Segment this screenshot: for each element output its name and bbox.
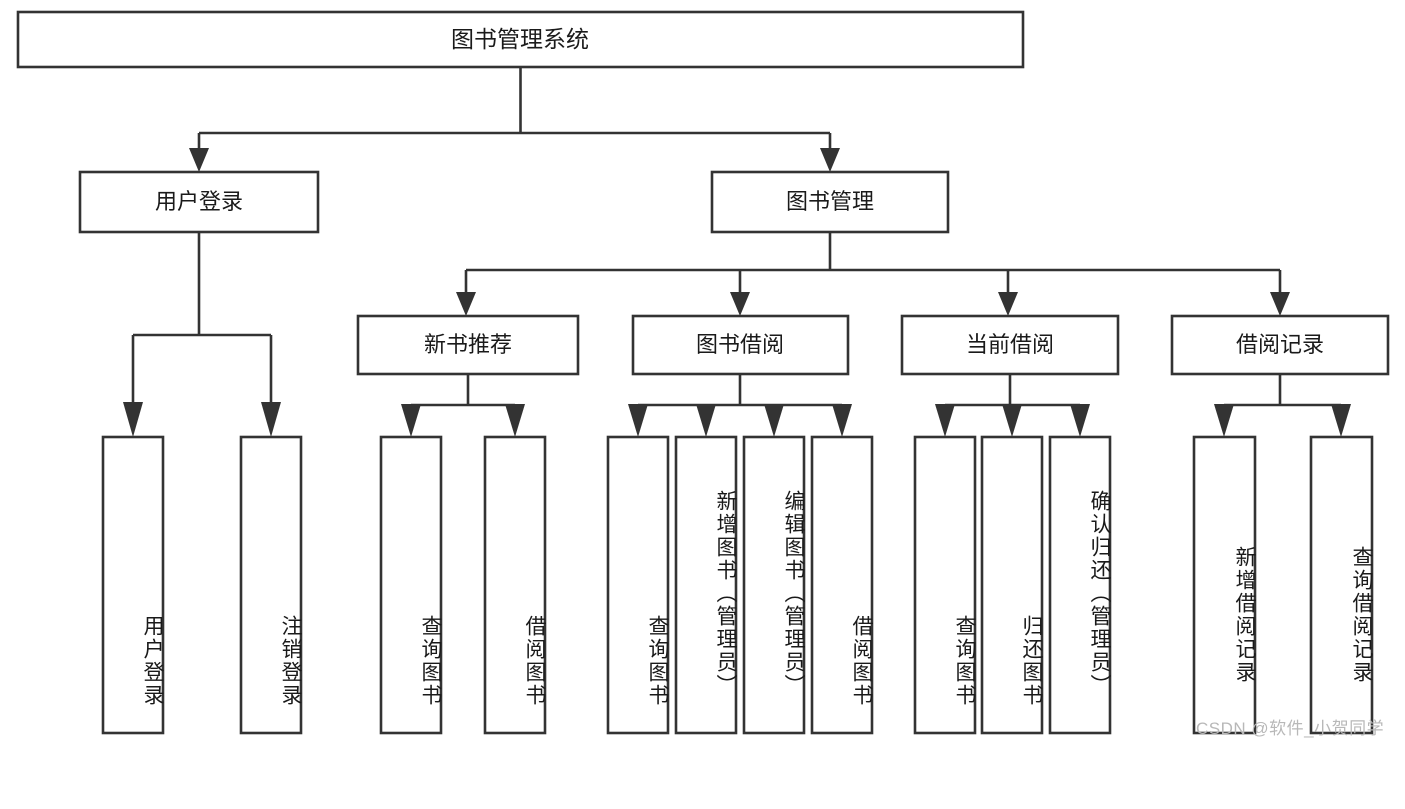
leaf-user-login-box[interactable] (101, 435, 165, 735)
arrowhead-borrowrecord (1270, 292, 1290, 316)
node-borrow-record-box[interactable] (1170, 314, 1390, 376)
node-new-book-recommend-box[interactable] (356, 314, 580, 376)
arrowhead-currentborrow (998, 292, 1018, 316)
arrowhead-leaf-user-login (123, 402, 143, 437)
leaf-query-book-3-box[interactable] (913, 435, 977, 735)
node-book-borrow[interactable]: 图书借阅 (631, 314, 850, 376)
node-root-box[interactable] (16, 10, 1025, 69)
arrowhead-leaf-query-book-1 (401, 404, 421, 437)
arrowhead-leaf-borrow-book-2 (832, 404, 852, 437)
node-new-book-recommend[interactable]: 新书推荐 (356, 314, 580, 376)
node-root-label: 图书管理系统 (451, 26, 589, 52)
arrowhead-leaf-borrow-book-1 (505, 404, 525, 437)
arrowhead-leaf-query-book-2 (628, 404, 648, 437)
diagram-canvas: 图书管理系统 用户登录 图书管理 新书推荐 图书借阅 当前借阅 借阅记录 (16, 10, 1390, 738)
arrowhead-leaf-query-book-3 (935, 404, 955, 437)
node-book-borrow-box[interactable] (631, 314, 850, 376)
node-book-management-box[interactable] (710, 170, 950, 234)
node-current-borrow-label: 当前借阅 (966, 332, 1054, 357)
node-current-borrow[interactable]: 当前借阅 (900, 314, 1120, 376)
leaf-logout-box[interactable] (239, 435, 303, 735)
leaf-return-book-box[interactable] (980, 435, 1044, 735)
node-book-management-label: 图书管理 (786, 189, 874, 214)
leaf-query-book-2-box[interactable] (606, 435, 670, 735)
arrowhead-leaf-confirm-return (1070, 404, 1090, 437)
leaf-confirm-return-box[interactable] (1048, 435, 1112, 735)
arrowhead-leaf-return-book (1002, 404, 1022, 437)
arrowhead-newbook (456, 292, 476, 316)
leaf-borrow-book-2-box[interactable] (810, 435, 874, 735)
node-borrow-record[interactable]: 借阅记录 (1170, 314, 1390, 376)
arrowhead-leaf-add-book (696, 404, 716, 437)
csdn-watermark: CSDN @软件_小贺同学 (1196, 719, 1385, 738)
arrowhead-bookmgmt (820, 148, 840, 172)
leaf-boxes-group (101, 435, 1374, 735)
leaf-add-book-box[interactable] (674, 435, 738, 735)
arrowhead-leaf-edit-book (764, 404, 784, 437)
flowchart-svg: 图书管理系统 用户登录 图书管理 新书推荐 图书借阅 当前借阅 借阅记录 (16, 10, 1390, 735)
node-borrow-record-label: 借阅记录 (1236, 332, 1324, 357)
node-user-login-label: 用户登录 (155, 189, 243, 214)
leaf-query-record-box[interactable] (1309, 435, 1374, 735)
node-user-login-box[interactable] (78, 170, 320, 234)
arrowhead-leaf-logout (261, 402, 281, 437)
node-user-login[interactable]: 用户登录 (78, 170, 320, 234)
arrowhead-leaf-add-record (1214, 404, 1234, 437)
leaf-add-record-box[interactable] (1192, 435, 1257, 735)
node-book-management[interactable]: 图书管理 (710, 170, 950, 234)
node-book-borrow-label: 图书借阅 (696, 332, 784, 357)
node-new-book-recommend-label: 新书推荐 (424, 332, 512, 357)
leaf-edit-book-box[interactable] (742, 435, 806, 735)
arrowhead-userlogin (189, 148, 209, 172)
leaf-query-book-1-box[interactable] (379, 435, 443, 735)
node-root[interactable]: 图书管理系统 (16, 10, 1025, 69)
arrowhead-bookborrow (730, 292, 750, 316)
node-current-borrow-box[interactable] (900, 314, 1120, 376)
arrowhead-leaf-query-record (1331, 404, 1351, 437)
connectors-group (123, 67, 1351, 437)
leaf-borrow-book-1-box[interactable] (483, 435, 547, 735)
